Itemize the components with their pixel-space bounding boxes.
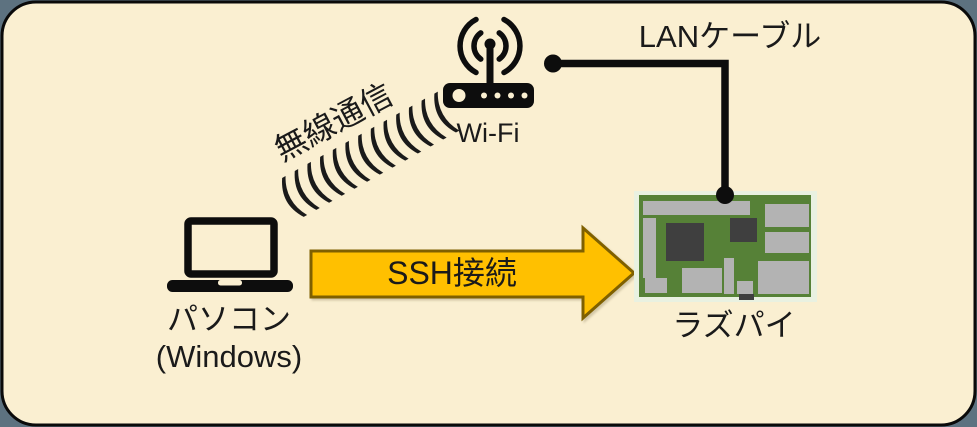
router-lights — [452, 89, 528, 102]
board-components — [643, 201, 809, 294]
lan-cable-line — [544, 54, 734, 204]
ssh-arrow — [309, 224, 637, 322]
laptop-screen — [184, 217, 278, 278]
pc-label: パソコン (Windows) — [156, 302, 302, 375]
wifi-router-icon — [443, 16, 534, 108]
lan-cable-start-dot — [544, 54, 562, 73]
lan-cable-end-dot — [716, 186, 734, 204]
router-antenna-knob — [484, 38, 496, 50]
router-antenna — [486, 45, 494, 85]
raspi-label: ラズパイ — [672, 308, 796, 343]
ssh-label: SSH接続 — [387, 255, 517, 291]
raspberry-pi-icon — [634, 191, 817, 302]
pc-label-line2: (Windows) — [155, 338, 303, 374]
router-signal-arcs — [457, 16, 523, 76]
lan-cable-label: LANケーブル — [638, 19, 822, 54]
laptop-icon — [167, 217, 293, 292]
wifi-label: Wi-Fi — [456, 118, 520, 148]
pc-label-line1: パソコン — [167, 302, 291, 337]
laptop-base-notch — [218, 280, 242, 286]
router-body — [443, 83, 534, 108]
board-chips — [666, 218, 757, 300]
laptop-base — [167, 280, 293, 292]
